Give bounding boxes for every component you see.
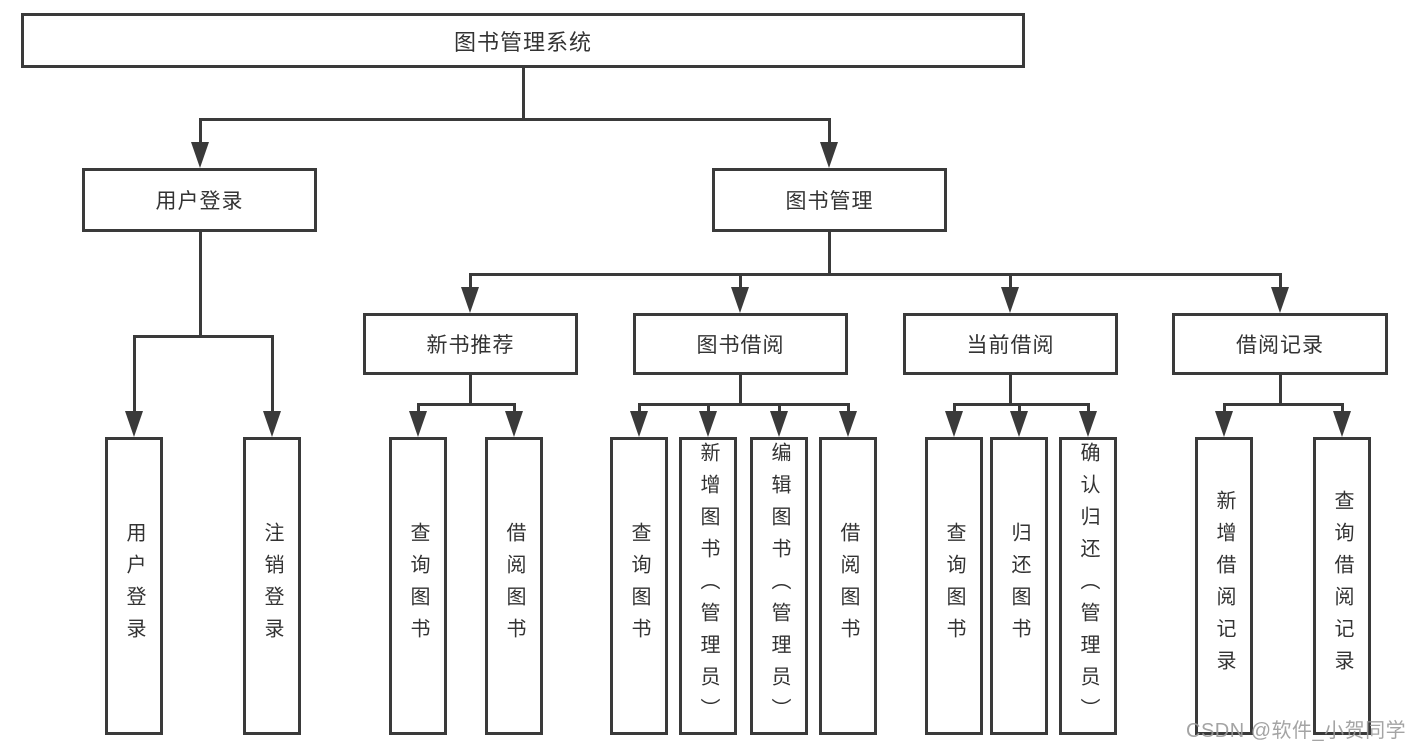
csdn-watermark: CSDN @软件_小贺同学 xyxy=(1186,720,1405,742)
arrow-down-icon xyxy=(1079,411,1097,437)
connector-bar-book-borrow xyxy=(637,403,850,406)
node-label-new-book-rec: 新书推荐 xyxy=(426,334,515,357)
node-borrow-records: 借阅记录 xyxy=(1172,313,1388,375)
arrow-down-icon xyxy=(409,411,427,437)
node-label-book-mgmt: 图书管理 xyxy=(785,190,874,213)
arrow-down-icon xyxy=(191,142,209,168)
connector-drop-v-logout xyxy=(270,335,274,431)
connector-drop-user-login xyxy=(198,118,202,162)
arrow-down-icon xyxy=(1215,411,1233,437)
node-v-edit-book: 编辑图书（管理员） xyxy=(750,437,808,735)
node-label-borrow-records: 借阅记录 xyxy=(1236,334,1324,357)
node-v-borrow-book-1: 借阅图书 xyxy=(485,437,543,735)
node-label-v-query-borrow-record: 查询借阅记录 xyxy=(1331,490,1353,682)
arrow-down-icon xyxy=(1271,287,1289,313)
connector-stem-book-mgmt xyxy=(827,232,831,276)
node-user-login: 用户登录 xyxy=(82,168,317,232)
node-label-v-add-book: 新增图书（管理员） xyxy=(697,442,719,730)
node-v-query-book-1: 查询图书 xyxy=(389,437,447,735)
arrow-down-icon xyxy=(630,411,648,437)
node-new-book-rec: 新书推荐 xyxy=(363,313,578,375)
node-v-query-book-3: 查询图书 xyxy=(925,437,983,735)
node-v-return-book: 归还图书 xyxy=(990,437,1048,735)
arrow-down-icon xyxy=(731,287,749,313)
connector-bar-book-mgmt xyxy=(468,273,1282,276)
connector-bar-new-book-rec xyxy=(416,403,516,406)
node-v-logout: 注销登录 xyxy=(243,437,301,735)
node-label-user-login: 用户登录 xyxy=(155,190,244,213)
arrow-down-icon xyxy=(1010,411,1028,437)
arrow-down-icon xyxy=(770,411,788,437)
node-label-v-confirm-return: 确认归还（管理员） xyxy=(1077,442,1099,730)
arrow-down-icon xyxy=(1333,411,1351,437)
node-v-query-borrow-record: 查询借阅记录 xyxy=(1313,437,1371,735)
connector-stem-current-borrow xyxy=(1008,375,1012,406)
node-label-v-logout: 注销登录 xyxy=(261,522,283,650)
arrow-down-icon xyxy=(505,411,523,437)
node-book-mgmt: 图书管理 xyxy=(712,168,947,232)
connector-bar-current-borrow xyxy=(952,403,1090,406)
connector-stem-borrow-records xyxy=(1278,375,1282,406)
arrow-down-icon xyxy=(461,287,479,313)
connector-stem-user-login xyxy=(198,232,202,338)
connector-bar-user-login xyxy=(132,335,274,338)
arrow-down-icon xyxy=(820,142,838,168)
node-label-v-user-login: 用户登录 xyxy=(123,522,145,650)
node-v-confirm-return: 确认归还（管理员） xyxy=(1059,437,1117,735)
node-current-borrow: 当前借阅 xyxy=(903,313,1118,375)
node-label-v-query-book-3: 查询图书 xyxy=(943,522,965,650)
connector-bar-root xyxy=(198,118,831,121)
node-label-book-borrow: 图书借阅 xyxy=(696,334,785,357)
arrow-down-icon xyxy=(699,411,717,437)
node-book-borrow: 图书借阅 xyxy=(633,313,848,375)
node-label-v-borrow-book-1: 借阅图书 xyxy=(503,522,525,650)
connector-drop-book-mgmt xyxy=(827,118,831,162)
connector-bar-borrow-records xyxy=(1222,403,1344,406)
connector-stem-new-book-rec xyxy=(468,375,472,406)
node-v-add-borrow-record: 新增借阅记录 xyxy=(1195,437,1253,735)
node-v-add-book: 新增图书（管理员） xyxy=(679,437,737,735)
connector-stem-book-borrow xyxy=(738,375,742,406)
node-root: 图书管理系统 xyxy=(21,13,1025,68)
node-label-v-query-book-2: 查询图书 xyxy=(628,522,650,650)
arrow-down-icon xyxy=(839,411,857,437)
node-v-borrow-book-2: 借阅图书 xyxy=(819,437,877,735)
node-label-v-edit-book: 编辑图书（管理员） xyxy=(768,442,790,730)
arrow-down-icon xyxy=(945,411,963,437)
arrow-down-icon xyxy=(1001,287,1019,313)
connector-drop-v-user-login xyxy=(132,335,136,431)
node-label-v-return-book: 归还图书 xyxy=(1008,522,1030,650)
node-label-v-add-borrow-record: 新增借阅记录 xyxy=(1213,490,1235,682)
connector-stem-root xyxy=(521,68,525,121)
node-v-user-login: 用户登录 xyxy=(105,437,163,735)
node-label-root: 图书管理系统 xyxy=(453,29,592,55)
arrow-down-icon xyxy=(125,411,143,437)
node-label-v-query-book-1: 查询图书 xyxy=(407,522,429,650)
node-label-current-borrow: 当前借阅 xyxy=(966,334,1055,357)
node-label-v-borrow-book-2: 借阅图书 xyxy=(837,522,859,650)
arrow-down-icon xyxy=(263,411,281,437)
node-v-query-book-2: 查询图书 xyxy=(610,437,668,735)
